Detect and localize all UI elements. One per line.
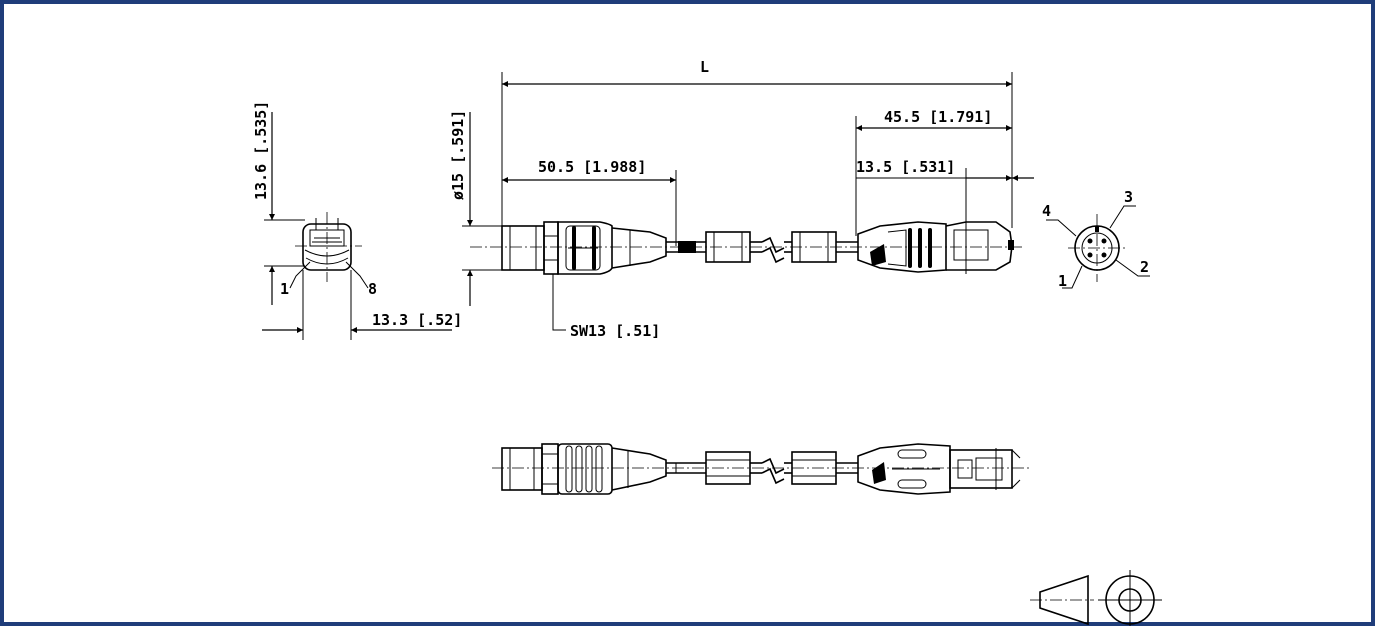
- left-connector-dimension-lines: [502, 170, 677, 246]
- rj45-end-view: [262, 112, 452, 340]
- rj45-width-dimension: 13.3 [.52]: [372, 311, 462, 329]
- diameter-dimension: ø15 [.591]: [449, 110, 467, 200]
- m12-end-view: [1046, 205, 1150, 289]
- right-end-dimension: 45.5 [1.791]: [884, 108, 992, 126]
- overall-length-dimension-lines: [501, 72, 1013, 228]
- m12-pin-3-label: 3: [1124, 188, 1133, 206]
- rj45-pin-last-label: 8: [368, 280, 377, 298]
- rj45-body-dimension: 13.5 [.531]: [856, 158, 955, 176]
- m12-pin-2-label: 2: [1140, 258, 1149, 276]
- cable-side-view: [470, 218, 1025, 275]
- first-angle-projection-icon: [1030, 570, 1162, 626]
- right-end-dimension-lines: [855, 116, 1012, 236]
- left-connector-dimension: 50.5 [1.988]: [538, 158, 646, 176]
- cable-top-view: [492, 443, 1032, 495]
- wrench-size-leader: [552, 274, 566, 331]
- rj45-pin-first-label: 1: [280, 280, 289, 298]
- wrench-size-dimension: SW13 [.51]: [570, 322, 660, 340]
- m12-pin-4-label: 4: [1042, 202, 1051, 220]
- rj45-height-dimension: 13.6 [.535]: [252, 101, 270, 200]
- m12-pin-1-label: 1: [1058, 272, 1067, 290]
- diameter-dimension-lines: [462, 112, 504, 306]
- overall-length-label: L: [700, 58, 709, 76]
- rj45-body-dimension-lines: [856, 168, 1034, 220]
